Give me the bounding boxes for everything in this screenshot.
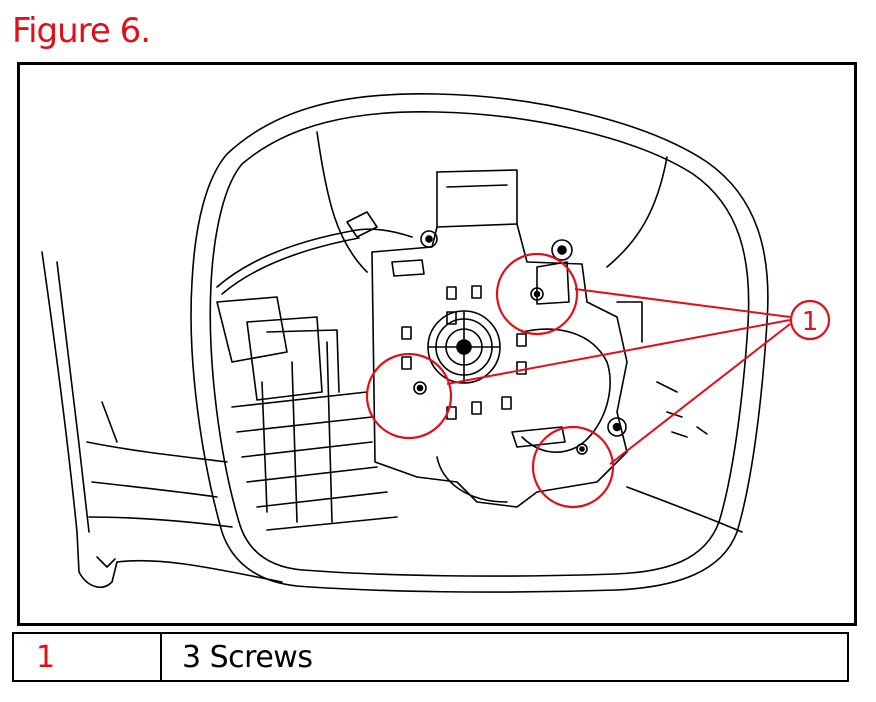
motor-gear-outer [427,310,501,384]
legend-description: 3 Screws [182,639,313,675]
wire-harness [216,228,413,288]
screw-highlights [365,252,615,509]
callout-marker: 1 [789,299,831,341]
mirror-outer-edge [190,93,769,593]
mirror-drawing [41,93,769,593]
screw-highlight-left [365,352,453,440]
diagram-frame [17,62,857,626]
mirror-inner-edge [209,111,750,577]
legend-number: 1 [14,634,162,680]
screw-highlight-bottom [531,425,615,509]
screw-highlight-top [495,252,579,336]
mirror-arm [41,251,283,588]
mirror-diagram: 1 [17,62,857,626]
legend-table: 1 3 Screws [12,632,849,682]
callout-number: 1 [802,307,819,337]
figure-title: Figure 6. [12,11,151,51]
callout-leaders [446,288,791,465]
